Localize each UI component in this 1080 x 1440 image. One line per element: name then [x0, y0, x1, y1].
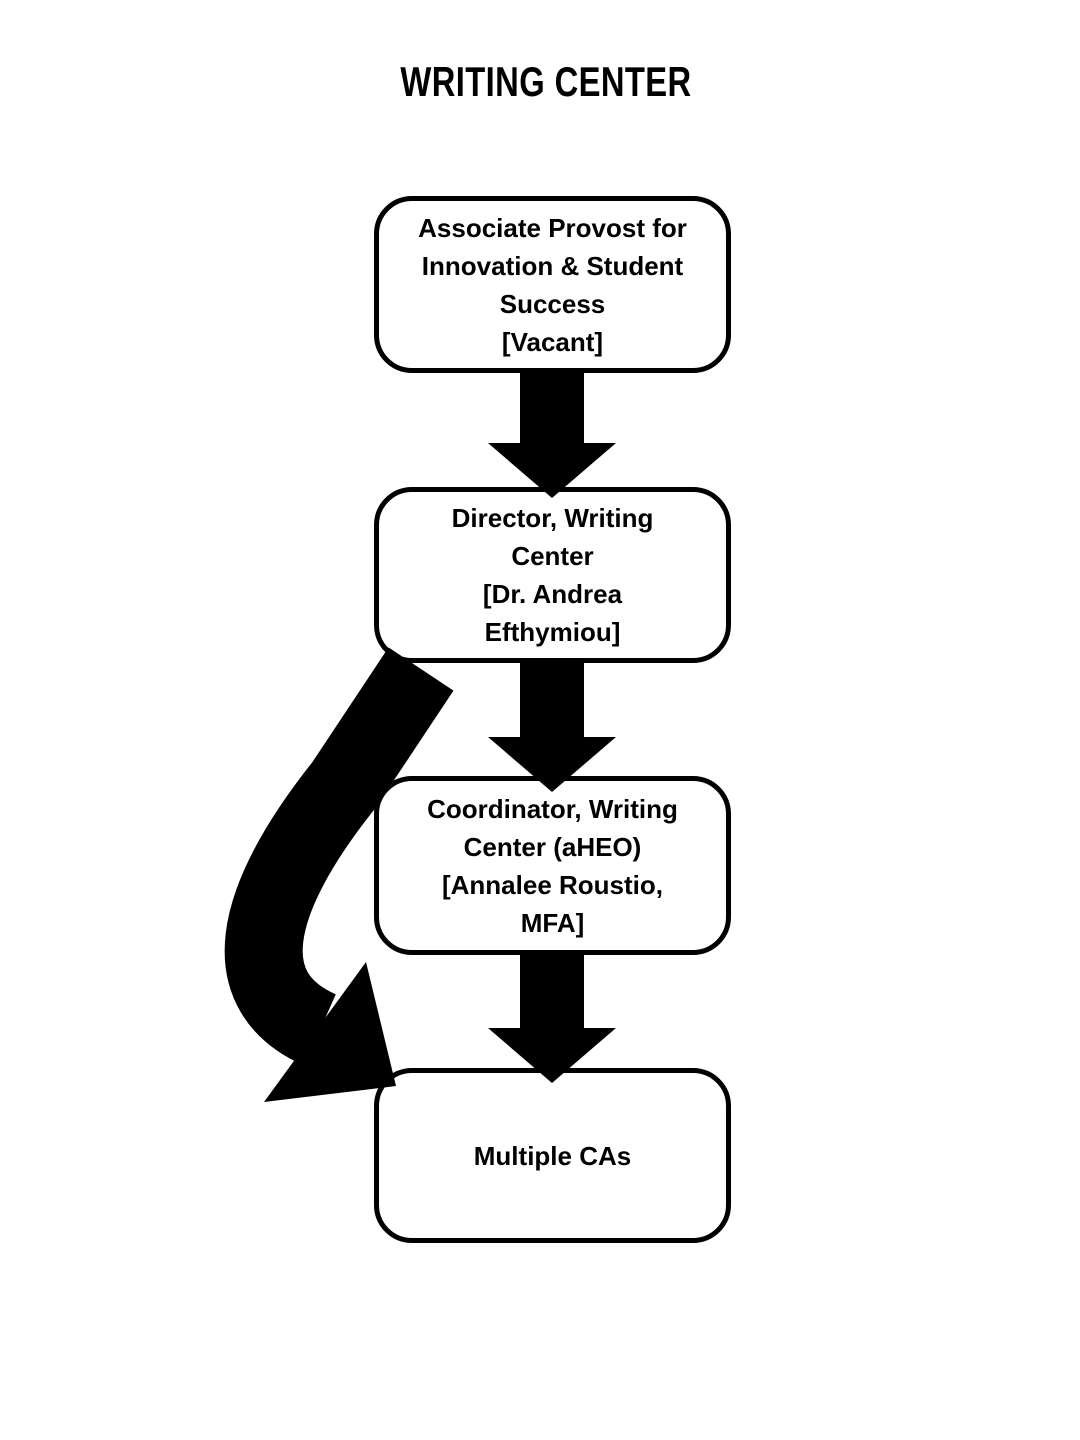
node-text-line: Innovation & Student: [421, 250, 684, 281]
node-text-line: Efthymiou]: [484, 617, 621, 647]
node-coordinator: Coordinator, Writing Center (aHEO) [Anna…: [374, 776, 731, 955]
node-text-line: Success: [499, 288, 606, 319]
node-text-line: Coordinator, Writing: [427, 793, 678, 824]
node-text-line: [Vacant]: [501, 326, 604, 357]
node-text-line: Director, Writing: [451, 503, 654, 533]
node-director: Director, Writing Center [Dr. Andrea Eft…: [374, 487, 731, 663]
arrow-down-director-to-coordinator-icon: [488, 658, 616, 792]
node-text-line: [Annalee Roustio,: [441, 869, 663, 900]
node-text-line: Multiple CAs: [473, 1140, 632, 1171]
arrow-down-provost-to-director-icon: [488, 368, 616, 498]
node-text-line: Center (aHEO): [463, 831, 642, 862]
node-text-line: [Dr. Andrea: [482, 579, 623, 609]
node-associate-provost: Associate Provost for Innovation & Stude…: [374, 196, 731, 373]
node-text-line: MFA]: [520, 907, 585, 938]
node-multiple-cas: Multiple CAs: [374, 1068, 731, 1243]
page-title: WRITING CENTER: [400, 58, 692, 105]
arrow-down-coordinator-to-cas-icon: [488, 950, 616, 1083]
node-text-line: Associate Provost for: [418, 212, 687, 243]
node-text-line: Center: [511, 541, 594, 571]
